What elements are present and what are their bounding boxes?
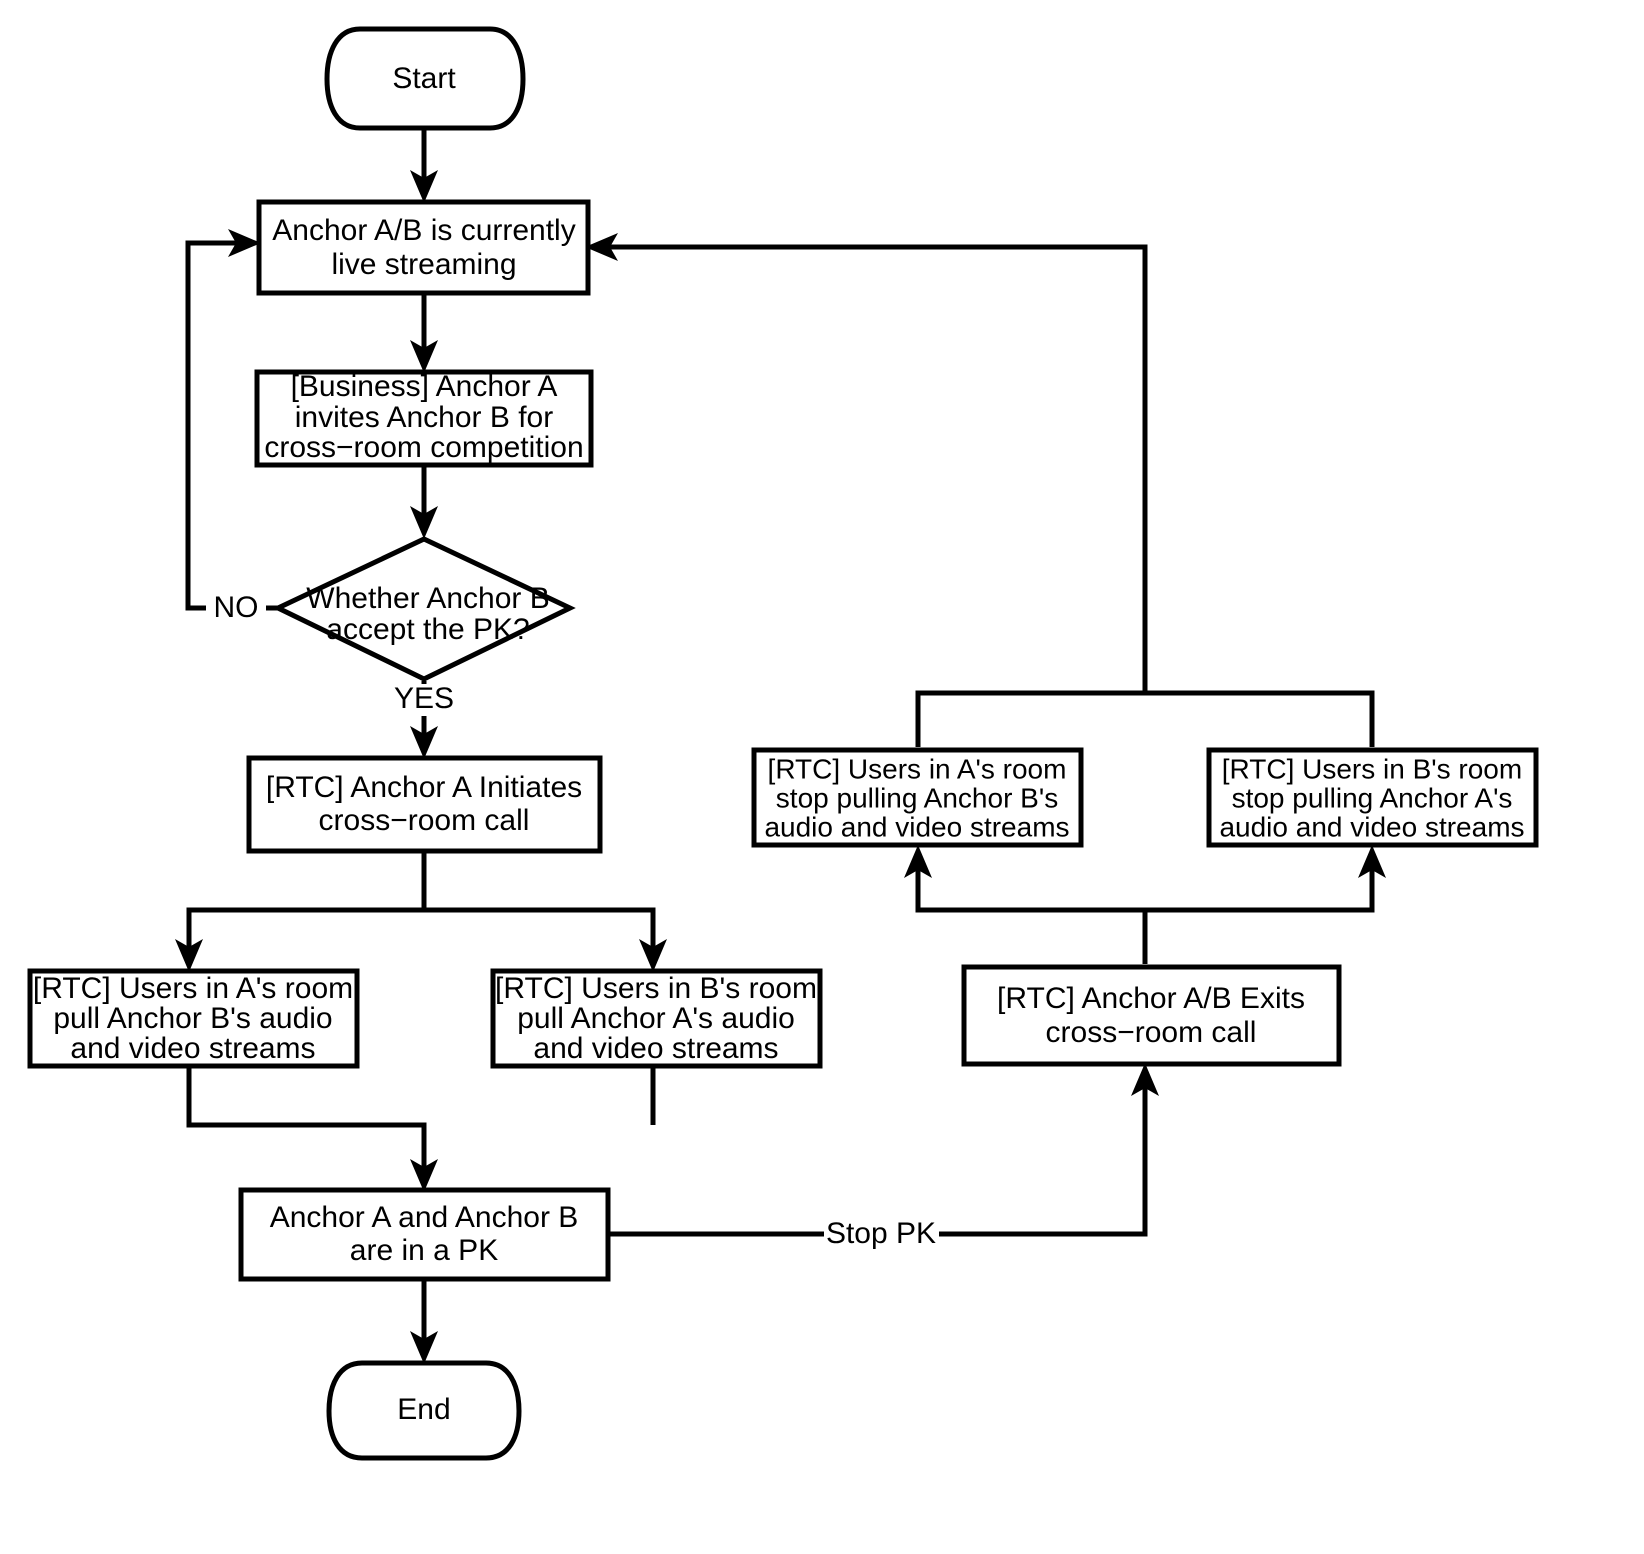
- node-start-label: Start: [392, 62, 456, 95]
- node-stop-pull-b-line1: [RTC] Users in B's room: [1222, 753, 1522, 784]
- edge-label-no: NO: [206, 591, 266, 624]
- node-stop-pull-a-line1: [RTC] Users in A's room: [768, 753, 1067, 784]
- node-stop-pull-b-line2: stop pulling Anchor A's: [1232, 782, 1513, 813]
- node-in-pk[interactable]: Anchor A and Anchor B are in a PK: [238, 1187, 611, 1282]
- node-end-label: End: [397, 1393, 450, 1426]
- node-decision-accept-pk[interactable]: Whether Anchor B accept the PK?: [272, 536, 576, 682]
- edge-label-yes-text: YES: [394, 682, 454, 715]
- node-invite-line3: cross−room competition: [264, 431, 583, 464]
- node-pull-b[interactable]: [RTC] Users in B's room pull Anchor A's …: [490, 968, 823, 1069]
- node-initiate-call[interactable]: [RTC] Anchor A Initiates cross−room call: [246, 755, 603, 854]
- edge-pk-to-end: [410, 1279, 438, 1364]
- node-pull-a[interactable]: [RTC] Users in A's room pull Anchor B's …: [27, 968, 360, 1069]
- node-invite-line1: [Business] Anchor A: [291, 370, 558, 403]
- node-pull-a-line1: [RTC] Users in A's room: [33, 972, 353, 1005]
- node-invite-line2: invites Anchor B for: [295, 401, 553, 434]
- node-end[interactable]: End: [326, 1360, 522, 1461]
- node-exit-call-line2: cross−room call: [1046, 1016, 1257, 1049]
- node-stop-pull-b[interactable]: [RTC] Users in B's room stop pulling Anc…: [1206, 747, 1539, 848]
- edge-stoppull-merge-to-live: [585, 233, 1375, 747]
- node-pull-a-line3: and video streams: [70, 1032, 315, 1065]
- edge-label-stop-pk-text: Stop PK: [826, 1217, 936, 1250]
- edge-live-to-invite: [410, 294, 438, 373]
- node-stop-pull-b-line3: audio and video streams: [1219, 811, 1524, 842]
- node-decision-line1: Whether Anchor B: [306, 582, 549, 615]
- edge-stop-pk: [609, 1063, 1159, 1237]
- node-live-streaming-line1: Anchor A/B is currently: [272, 214, 575, 247]
- node-exit-call[interactable]: [RTC] Anchor A/B Exits cross−room call: [961, 964, 1342, 1067]
- node-initiate-call-line2: cross−room call: [319, 804, 530, 837]
- edge-label-yes: YES: [389, 682, 459, 716]
- node-start[interactable]: Start: [324, 26, 526, 131]
- node-stop-pull-a-line3: audio and video streams: [764, 811, 1069, 842]
- node-live-streaming[interactable]: Anchor A/B is currently live streaming: [256, 199, 591, 296]
- node-pull-b-line2: pull Anchor A's audio: [517, 1002, 795, 1035]
- node-stop-pull-a-line2: stop pulling Anchor B's: [776, 782, 1058, 813]
- node-stop-pull-a[interactable]: [RTC] Users in A's room stop pulling Anc…: [751, 747, 1084, 848]
- node-pull-b-line3: and video streams: [533, 1032, 778, 1065]
- edge-start-to-live: [410, 129, 438, 203]
- edge-invite-to-decision: [410, 466, 438, 539]
- node-pull-b-line1: [RTC] Users in B's room: [495, 972, 817, 1005]
- node-exit-call-line1: [RTC] Anchor A/B Exits: [997, 982, 1305, 1015]
- node-decision-line2: accept the PK?: [326, 613, 529, 646]
- node-pull-a-line2: pull Anchor B's audio: [53, 1002, 332, 1035]
- edge-exit-split: [904, 845, 1386, 964]
- node-in-pk-line2: are in a PK: [350, 1234, 498, 1267]
- edge-initiate-split: [175, 851, 667, 972]
- edge-label-no-text: NO: [214, 591, 259, 624]
- node-in-pk-line1: Anchor A and Anchor B: [270, 1201, 579, 1234]
- edge-pull-merge-to-pk: [186, 1066, 656, 1192]
- edge-label-stop-pk: Stop PK: [824, 1217, 939, 1250]
- node-initiate-call-line1: [RTC] Anchor A Initiates: [266, 771, 582, 804]
- node-live-streaming-line2: live streaming: [331, 248, 516, 281]
- node-invite[interactable]: [Business] Anchor A invites Anchor B for…: [254, 369, 594, 468]
